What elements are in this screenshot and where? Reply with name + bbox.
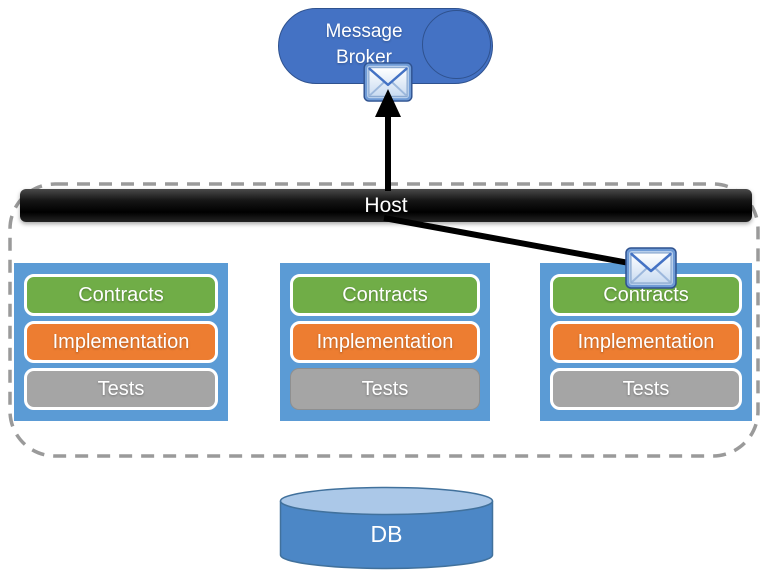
service-box-3: Contracts Implementation Tests xyxy=(540,263,752,421)
host-to-service-connector xyxy=(383,215,652,270)
service-box-2: Contracts Implementation Tests xyxy=(280,263,490,421)
cylinder-endcap xyxy=(422,10,491,79)
service-box-1: Contracts Implementation Tests xyxy=(14,263,228,421)
implementation-layer: Implementation xyxy=(24,321,218,363)
message-broker-label: Message Broker xyxy=(325,21,403,68)
arrowhead xyxy=(375,89,401,117)
contracts-layer: Contracts xyxy=(24,274,218,316)
implementation-layer: Implementation xyxy=(290,321,480,363)
db-top xyxy=(279,486,494,516)
contracts-layer: Contracts xyxy=(290,274,480,316)
host-bar: Host xyxy=(20,189,752,222)
host-label: Host xyxy=(364,193,408,217)
tests-layer: Tests xyxy=(290,368,480,410)
db-label: DB xyxy=(370,521,403,547)
tests-layer: Tests xyxy=(24,368,218,410)
implementation-layer: Implementation xyxy=(550,321,742,363)
contracts-layer: Contracts xyxy=(550,274,742,316)
tests-layer: Tests xyxy=(550,368,742,410)
message-broker-node: Message Broker xyxy=(278,8,493,84)
